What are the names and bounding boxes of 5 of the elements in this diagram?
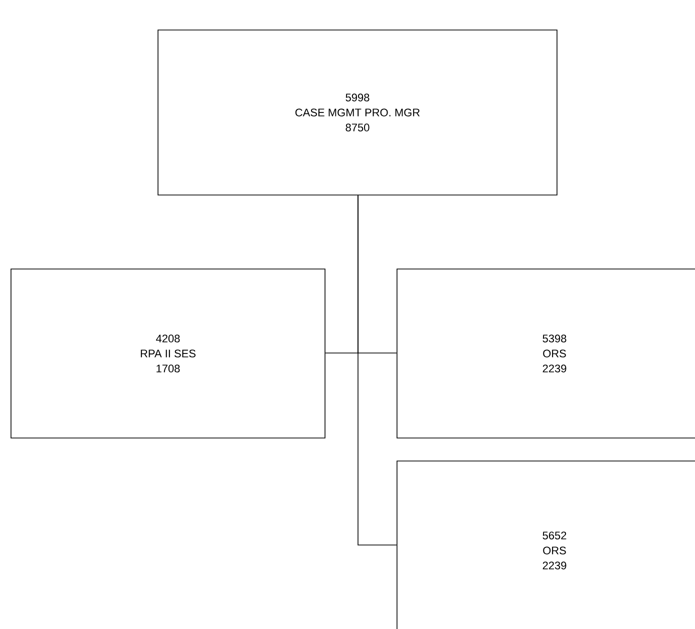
connector-line bbox=[358, 195, 397, 546]
org-box: 5398 ORS 2239 bbox=[396, 268, 695, 438]
org-box: 5998 CASE MGMT PRO. MGR 8750 bbox=[158, 30, 558, 196]
org-box: 5652 ORS 2239 bbox=[396, 460, 695, 629]
org-box: 4208 RPA II SES 1708 bbox=[10, 268, 326, 438]
